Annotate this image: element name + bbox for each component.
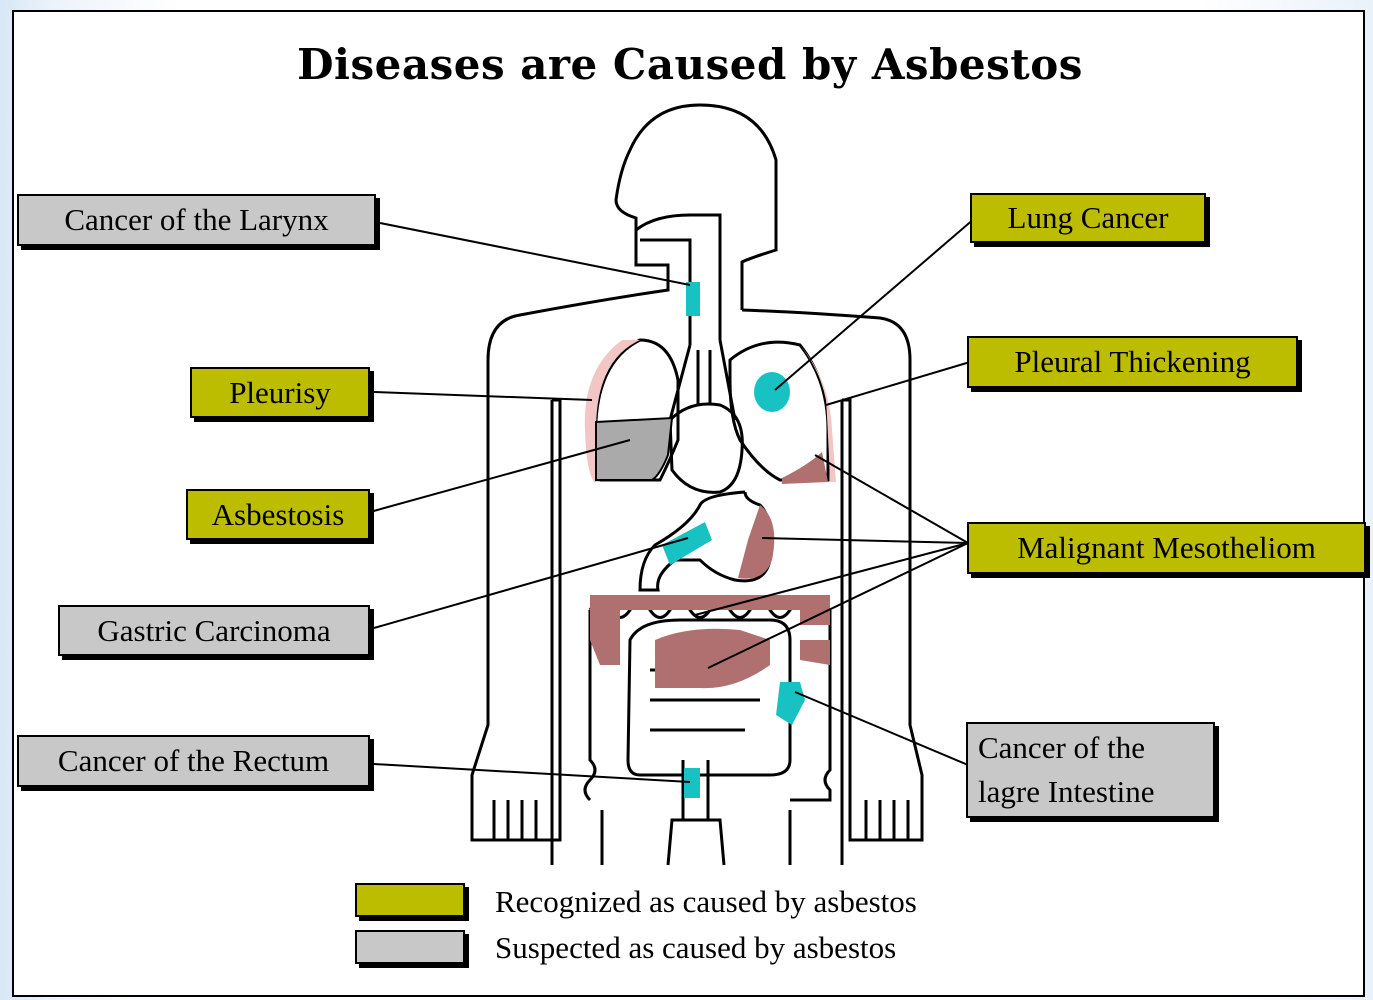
label-cancer-of-the-large-intestine: Cancer of the lagre Intestine xyxy=(966,722,1215,818)
line-rectum xyxy=(374,764,690,782)
label-cancer-of-the-larynx: Cancer of the Larynx xyxy=(17,194,376,246)
line-lung xyxy=(775,218,975,390)
line-meso-1 xyxy=(815,455,968,543)
label-asbestosis: Asbestosis xyxy=(186,489,370,540)
line-pleurisy xyxy=(374,392,592,400)
line-large-intestine xyxy=(795,692,968,765)
label-pleural-thickening: Pleural Thickening xyxy=(967,336,1298,388)
leader-lines xyxy=(370,218,975,782)
label-malignant-mesothelioma: Malignant Mesotheliom xyxy=(967,522,1366,574)
label-pleurisy: Pleurisy xyxy=(190,367,370,418)
label-cancer-of-the-rectum: Cancer of the Rectum xyxy=(17,735,370,787)
legend-swatch-recognized xyxy=(355,883,465,917)
legend-text-recognized: Recognized as caused by asbestos xyxy=(495,884,917,920)
line-pleural xyxy=(826,362,970,405)
label-lung-cancer: Lung Cancer xyxy=(970,193,1206,243)
label-gastric-carcinoma: Gastric Carcinoma xyxy=(58,605,370,656)
body-outline xyxy=(472,105,922,865)
label-large-intestine-line1: Cancer of the xyxy=(978,726,1154,770)
line-larynx xyxy=(380,223,690,285)
line-meso-2 xyxy=(762,538,968,543)
label-large-intestine-line2: lagre Intestine xyxy=(978,770,1154,814)
line-asbestosis xyxy=(370,440,630,512)
legend-text-suspected: Suspected as caused by asbestos xyxy=(495,930,896,966)
legend-swatch-suspected xyxy=(355,930,465,964)
